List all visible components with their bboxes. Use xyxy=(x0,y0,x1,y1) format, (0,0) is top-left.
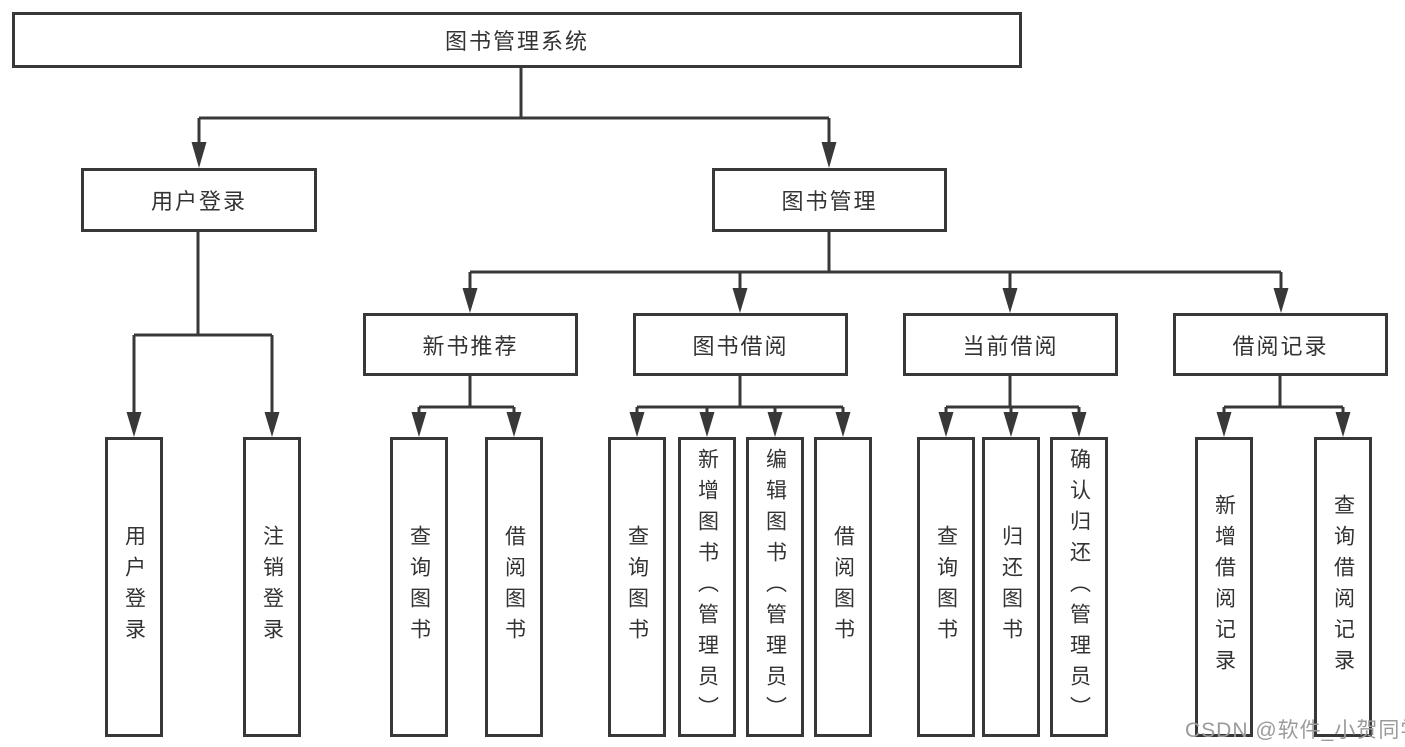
leaf-query-borrow-record: 查询借阅记录 xyxy=(1314,437,1372,737)
leaf-confirm-return-admin: 确认归还（管理员） xyxy=(1050,437,1108,737)
node-current-borrowing: 当前借阅 xyxy=(903,313,1118,376)
csdn-watermark: CSDN @软件_小贺同学 xyxy=(1185,719,1405,742)
node-book-management: 图书管理 xyxy=(712,168,947,232)
leaf-edit-book-admin: 编辑图书（管理员） xyxy=(746,437,804,737)
leaf-query-books-borrowing: 查询图书 xyxy=(608,437,666,737)
node-new-book-recommend: 新书推荐 xyxy=(363,313,578,376)
node-library-management-system: 图书管理系统 xyxy=(12,12,1022,68)
leaf-borrow-books-newrec: 借阅图书 xyxy=(485,437,543,737)
node-borrowing-records: 借阅记录 xyxy=(1173,313,1388,376)
leaf-add-book-admin: 新增图书（管理员） xyxy=(678,437,736,737)
leaf-user-login: 用户登录 xyxy=(105,437,163,737)
leaf-return-book: 归还图书 xyxy=(982,437,1040,737)
leaf-borrow-books-borrowing: 借阅图书 xyxy=(814,437,872,737)
leaf-logout: 注销登录 xyxy=(243,437,301,737)
node-user-login: 用户登录 xyxy=(81,168,317,232)
node-book-borrowing: 图书借阅 xyxy=(633,313,848,376)
leaf-add-borrow-record: 新增借阅记录 xyxy=(1195,437,1253,737)
leaf-query-books-current: 查询图书 xyxy=(917,437,975,737)
leaf-query-books-newrec: 查询图书 xyxy=(390,437,448,737)
